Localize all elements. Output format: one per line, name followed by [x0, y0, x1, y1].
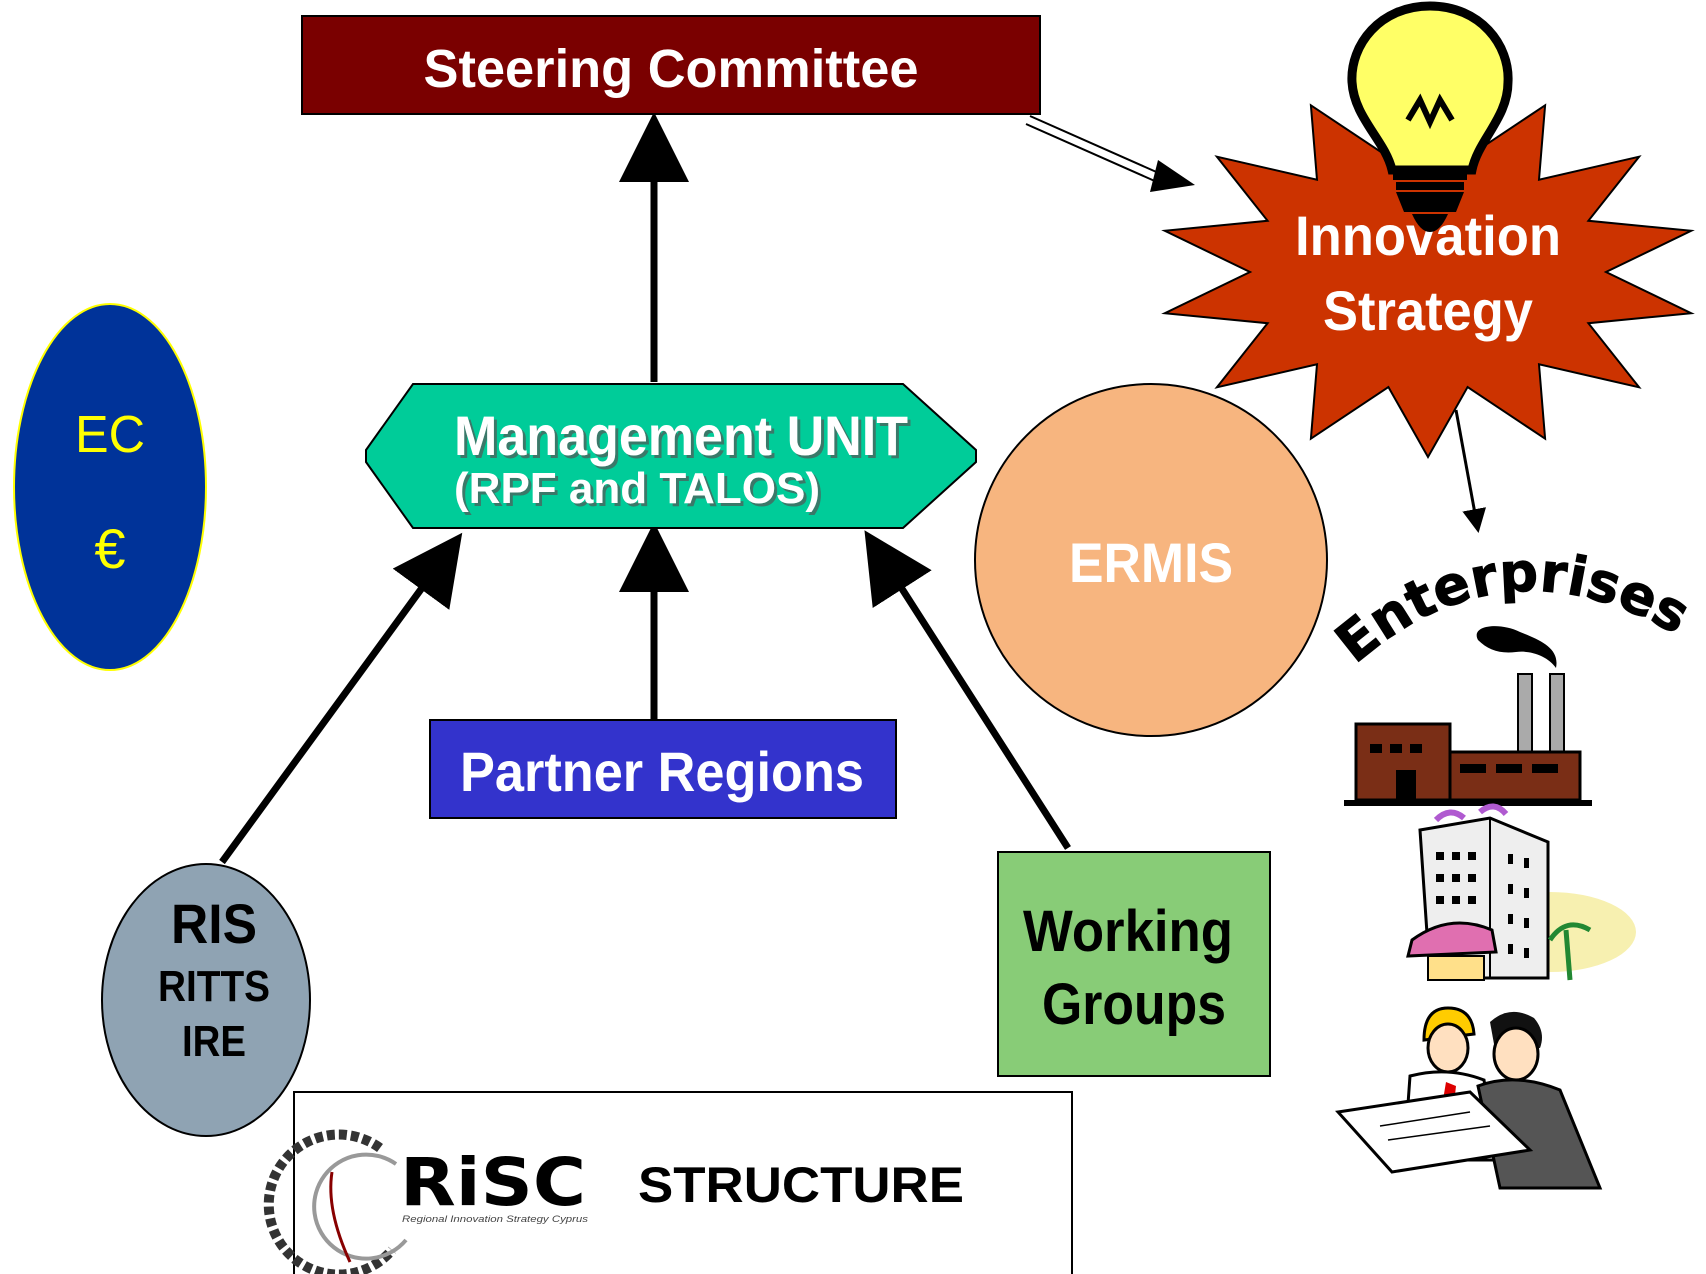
steering-committee-box: Steering Committee [301, 15, 1041, 115]
arrow-steering-to-innovation [1025, 115, 1195, 192]
arrow-innovation-to-enterprises [1454, 409, 1487, 533]
ritts-label: RITTS [158, 962, 270, 1011]
arrow-ris-to-management [219, 532, 463, 865]
ris-label: RIS [171, 892, 257, 955]
partner-regions-label: Partner Regions [460, 740, 864, 803]
arrow-working-to-management [864, 530, 1071, 850]
ris-ellipse: RIS RITTS IRE [101, 863, 311, 1137]
risc-logo-tagline: Regional Innovation Strategy Cyprus [402, 1214, 589, 1224]
working-groups-line1: Working [1023, 899, 1233, 964]
hotel-building-icon [1406, 803, 1636, 981]
connectors [219, 112, 1487, 865]
footer-structure-panel: RiSC Regional Innovation Strategy Cyprus… [263, 1091, 1073, 1274]
enterprises-label: Enterprises [1324, 540, 1701, 674]
ire-label: IRE [182, 1017, 246, 1066]
innovation-strategy-line2: Strategy [1323, 279, 1533, 342]
ec-ellipse: EC € [13, 303, 207, 671]
ermis-circle: ERMIS [974, 383, 1328, 737]
management-unit-subtitle: (RPF and TALOS) [454, 464, 820, 513]
workers-blueprint-icon [1335, 1006, 1603, 1190]
ec-label: EC [75, 406, 145, 464]
structure-title: STRUCTURE [638, 1157, 964, 1213]
steering-committee-label: Steering Committee [424, 39, 919, 99]
working-groups-box: Working Groups [997, 851, 1271, 1077]
working-groups-line2: Groups [1042, 972, 1226, 1037]
management-unit-title: Management UNIT [454, 404, 908, 467]
factory-icon [1344, 626, 1592, 806]
lightbulb-icon [1347, 1, 1513, 232]
risc-logo-text: RiSC [400, 1144, 586, 1221]
euro-symbol: € [94, 517, 125, 580]
innovation-strategy-line1: Innovation [1295, 204, 1561, 267]
ermis-label: ERMIS [1069, 531, 1233, 594]
partner-regions-box: Partner Regions [429, 719, 897, 819]
management-unit-box: Management UNIT (RPF and TALOS) [365, 383, 977, 529]
gear-logo-icon [263, 1129, 408, 1274]
